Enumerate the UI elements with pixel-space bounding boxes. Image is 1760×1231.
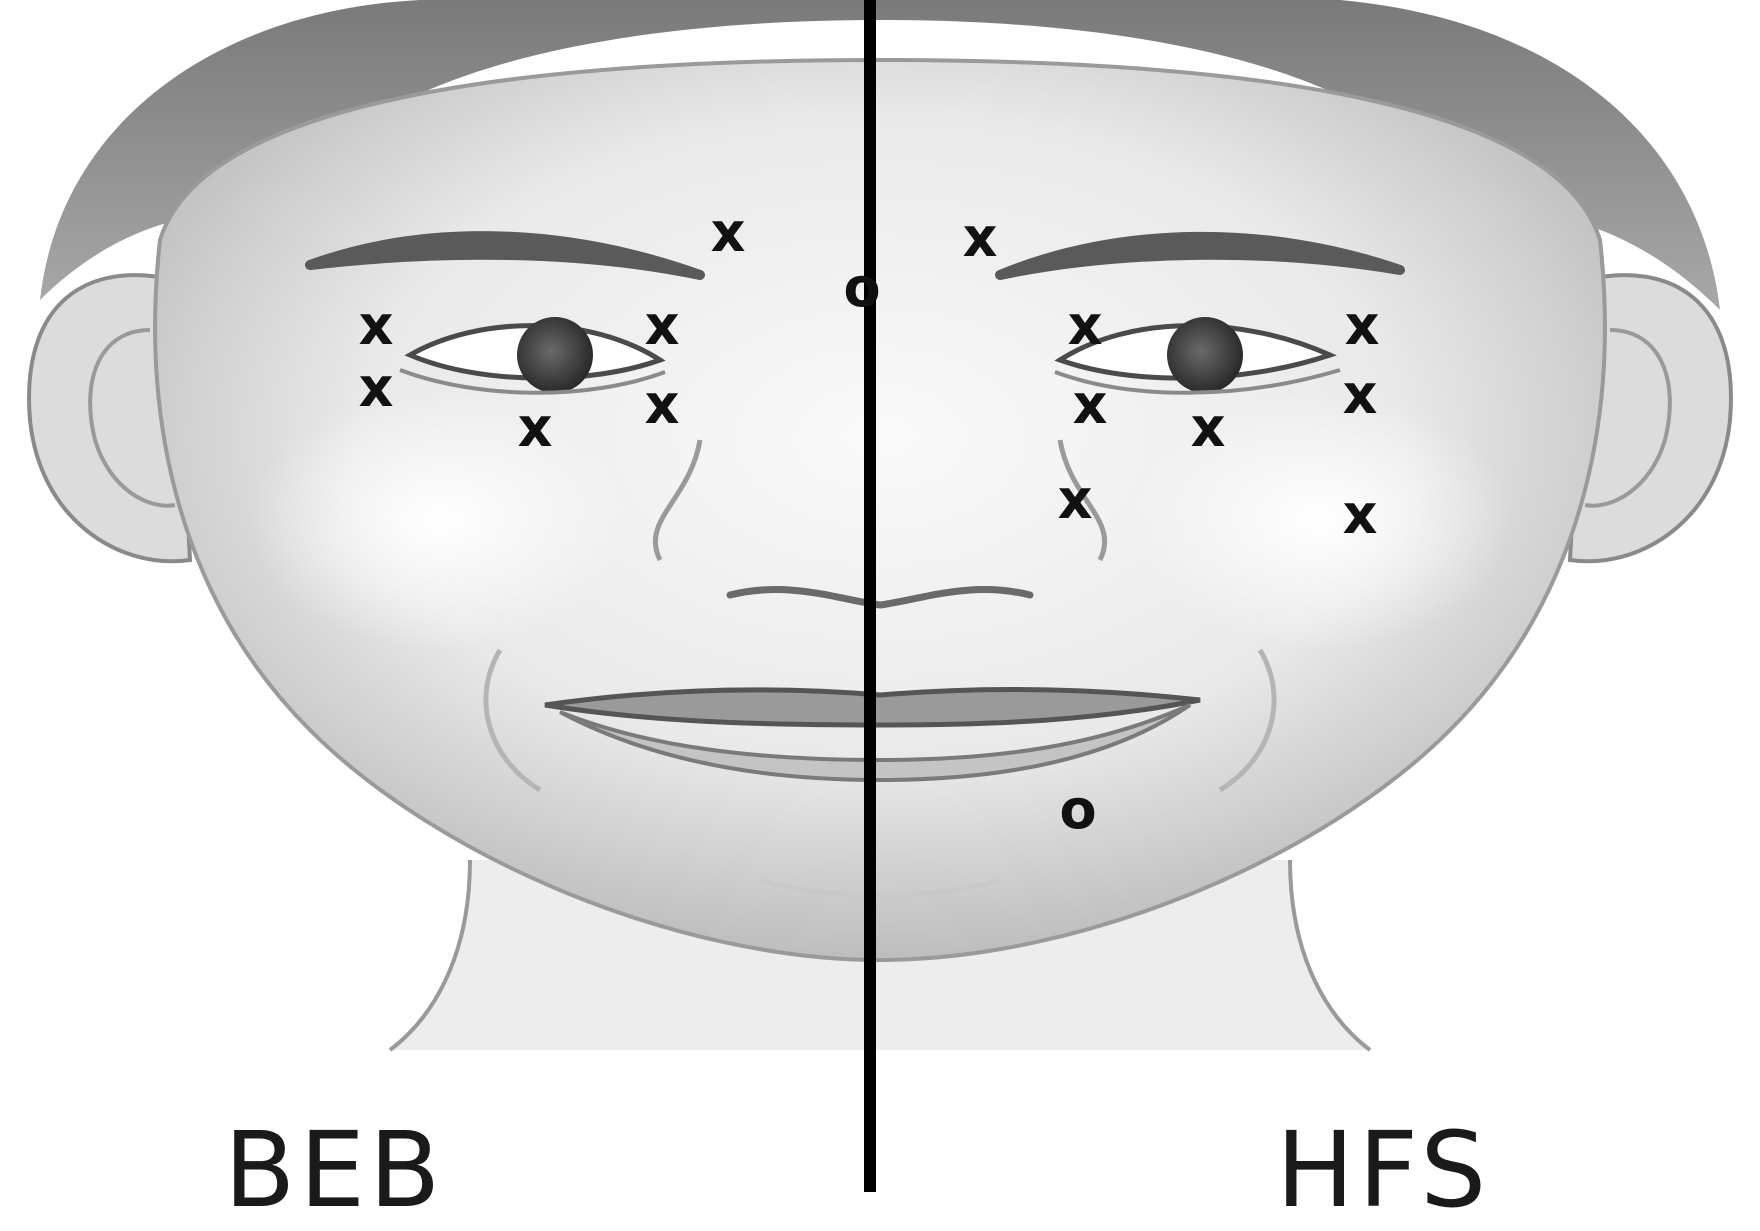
injection-marker-x: x [645, 299, 680, 353]
injection-marker-x: x [518, 401, 553, 455]
injection-marker-x: x [1073, 378, 1108, 432]
left-iris [517, 317, 593, 393]
injection-marker-x: x [359, 361, 394, 415]
injection-marker-x: x [1058, 473, 1093, 527]
face-injection-diagram: x x x x x x o x x x x x x x x o BEB HFS [0, 0, 1760, 1203]
label-beb: BEB [224, 1118, 444, 1222]
face-illustration [0, 0, 1760, 1203]
injection-marker-x: x [645, 378, 680, 432]
right-iris [1167, 317, 1243, 393]
injection-marker-x: x [1343, 368, 1378, 422]
injection-marker-x: x [963, 211, 998, 265]
injection-marker-x: x [1191, 401, 1226, 455]
injection-marker-x: x [1068, 299, 1103, 353]
injection-marker-x: x [711, 206, 746, 260]
injection-marker-x: x [359, 299, 394, 353]
injection-marker-o: o [1059, 783, 1096, 837]
injection-marker-o: o [843, 261, 880, 315]
injection-marker-x: x [1345, 299, 1380, 353]
injection-marker-x: x [1343, 488, 1378, 542]
label-hfs: HFS [1276, 1118, 1490, 1222]
